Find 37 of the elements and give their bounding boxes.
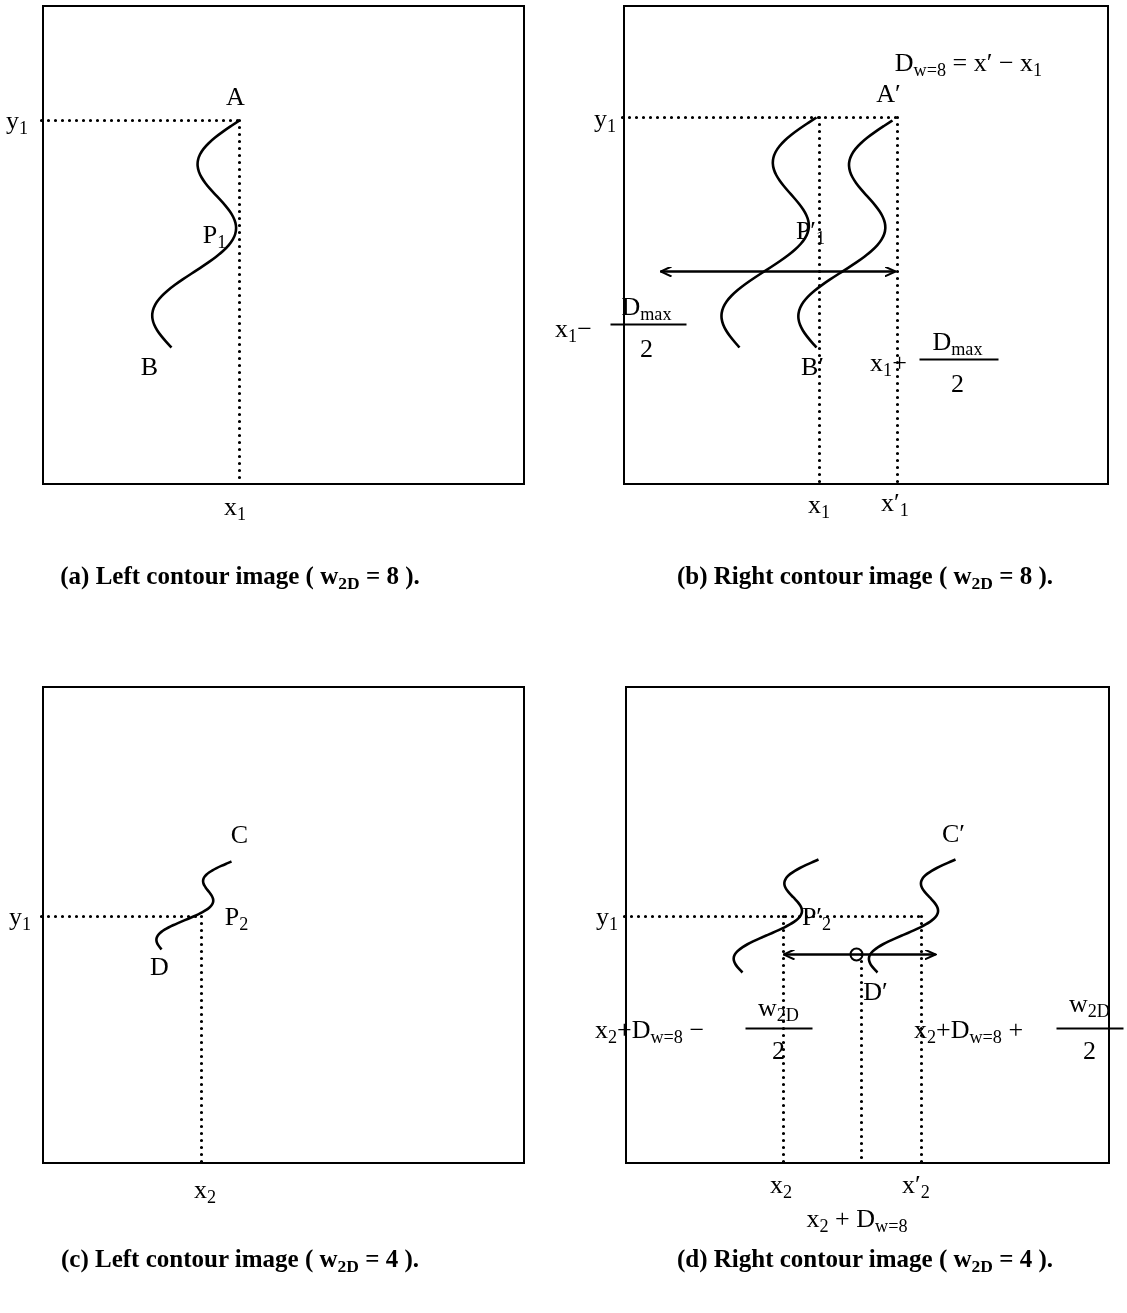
axis-label: x$_{2}$ + D$_{w=8}$	[806, 1206, 908, 1232]
axis-label: y$_{1}$	[5, 108, 29, 134]
panel-caption: (b) Right contour image ( w$_{2D}$ = 8 ).	[676, 562, 1054, 588]
axis-label: x$_{1}$	[807, 492, 831, 518]
axis-label: x$_{2}$	[769, 1172, 793, 1198]
axis-label: x$_{1}$	[223, 494, 247, 520]
math-label: A′	[876, 80, 901, 107]
axis-label: y$_{1}$	[595, 904, 619, 930]
math-label: 2	[951, 370, 964, 397]
math-label: B′	[801, 353, 824, 380]
math-label: D$_{max}$	[932, 328, 983, 355]
math-label: 2	[1083, 1037, 1096, 1064]
math-label: x$_{1}$−	[555, 315, 592, 342]
math-label: P′$_{2}$	[801, 903, 832, 930]
math-label: C	[230, 821, 249, 848]
axis-label: x′$_{2}$	[902, 1172, 930, 1198]
math-label: P$_{2}$	[224, 903, 249, 930]
panel-caption: (a) Left contour image ( w$_{2D}$ = 8 ).	[60, 562, 420, 588]
axis-label: x′$_{1}$	[881, 490, 909, 516]
axis-label: x$_{2}$	[193, 1177, 217, 1203]
math-label: P$_{1}$	[202, 221, 227, 248]
math-label: 2	[772, 1037, 785, 1064]
axis-label: y$_{1}$	[593, 106, 617, 132]
math-label: x$_{2}$+D$_{w=8}$ +	[913, 1016, 1024, 1043]
math-label: D′	[863, 978, 888, 1005]
math-label: B	[140, 353, 159, 380]
math-label: D$_{w=8}$ = x′ − x$_{1}$	[894, 49, 1043, 76]
panel-caption: (c) Left contour image ( w$_{2D}$ = 4 ).	[61, 1245, 419, 1271]
math-label: 2	[640, 335, 653, 362]
image-frame	[42, 5, 525, 485]
axis-label: y$_{1}$	[8, 904, 32, 930]
math-label: C′	[942, 820, 965, 847]
image-frame	[42, 686, 525, 1164]
math-label: A	[226, 83, 245, 110]
panel-caption: (d) Right contour image ( w$_{2D}$ = 4 ).	[676, 1245, 1054, 1271]
math-label: D	[150, 953, 169, 980]
math-label: w$_{2D}$	[758, 994, 799, 1021]
